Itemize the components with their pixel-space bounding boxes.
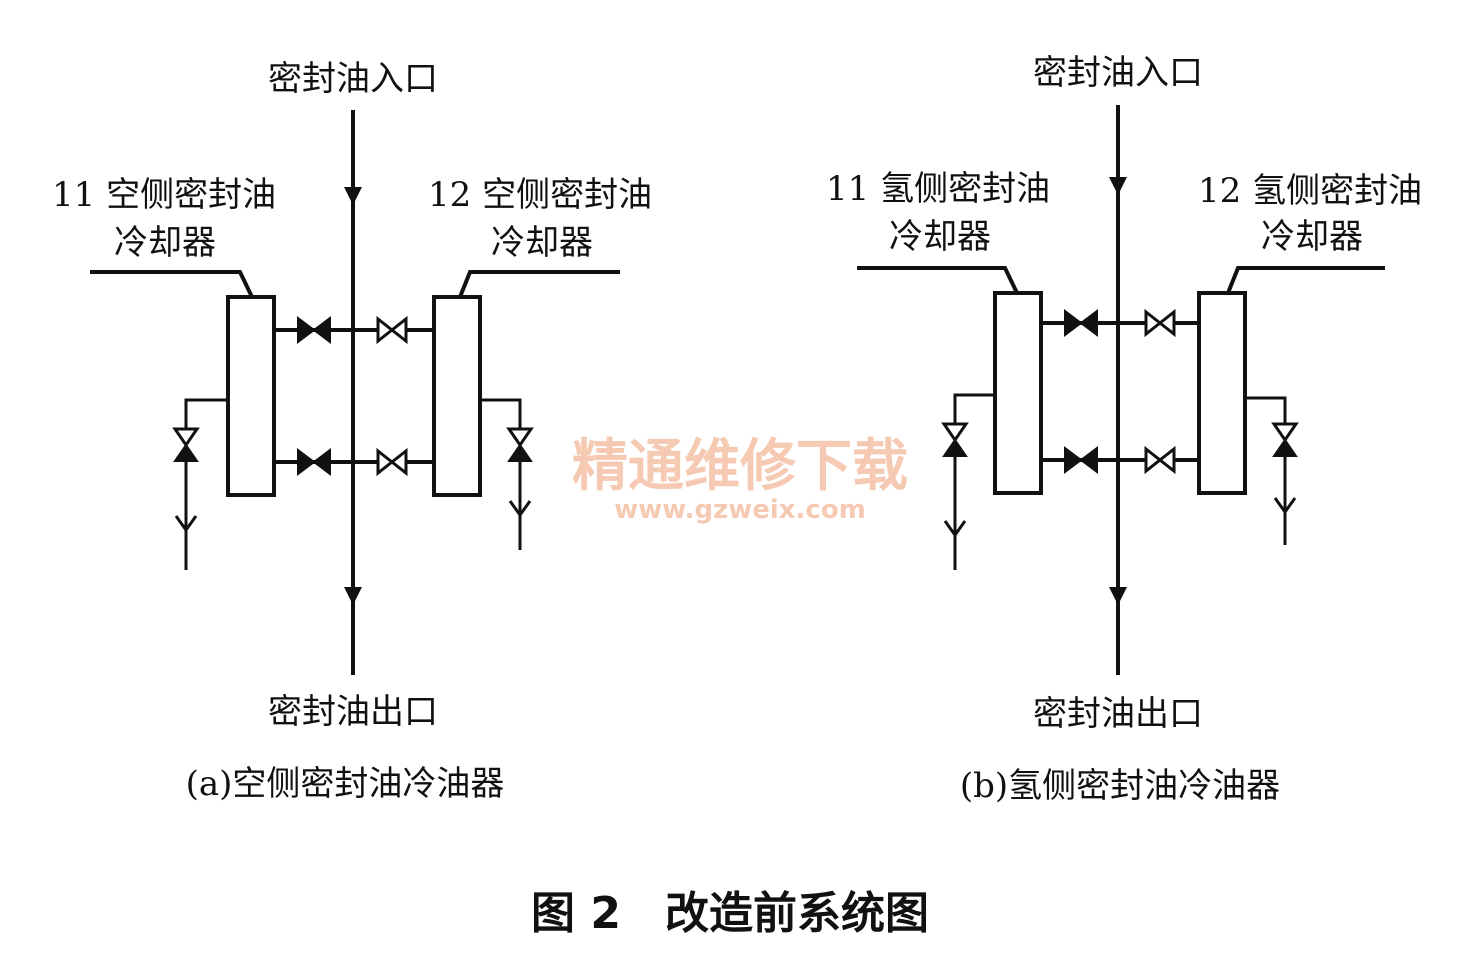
drain-valve-icon — [1272, 422, 1298, 458]
panel-a-caption: (a)空侧密封油冷油器 — [186, 764, 505, 804]
cooler-12-box — [1197, 291, 1247, 495]
watermark-url: www.gzweix.com — [614, 495, 866, 525]
inlet-label: 密封油入口 — [268, 59, 438, 99]
cooler-11-box — [226, 295, 276, 497]
cooler-12-label-line2: 冷却器 — [491, 223, 593, 263]
drain-valve-icon — [507, 427, 533, 463]
cooler-11-label: 11 空侧密封油 — [52, 175, 276, 215]
drain-valve-icon — [942, 422, 968, 458]
cooler-12-label: 12 氢侧密封油 — [1198, 171, 1422, 211]
watermark: 精通维修下载 www.gzweix.com — [572, 434, 908, 525]
valve-icon — [1064, 447, 1098, 473]
cooler-11-label-line2: 冷却器 — [889, 217, 991, 257]
cooler-11-box — [993, 291, 1043, 495]
leader-line-left — [90, 270, 254, 298]
panel-a: 密封油入口 密封油出口 11 空侧密封油 冷却器 12 空侧密封油 冷却器 (a… — [52, 59, 652, 804]
cooler-12-box — [432, 295, 482, 497]
cooler-12-label-line2: 冷却器 — [1261, 217, 1363, 257]
inlet-arrow-icon — [344, 187, 362, 205]
panel-b-caption: (b)氢侧密封油冷油器 — [960, 766, 1280, 806]
panel-b: 密封油入口 密封油出口 11 氢侧密封油 冷却器 12 氢侧密封油 冷却器 (b… — [826, 53, 1422, 806]
valve-icon — [1064, 310, 1098, 336]
watermark-title: 精通维修下载 — [572, 434, 908, 499]
valve-icon — [376, 449, 408, 475]
leader-line-right — [1226, 266, 1385, 294]
figure-title: 图 2 改造前系统图 — [531, 888, 929, 939]
outlet-arrow-icon — [1109, 587, 1127, 605]
cooler-11-label: 11 氢侧密封油 — [826, 169, 1050, 209]
leader-line-right — [458, 270, 620, 298]
outlet-arrow-icon — [344, 587, 362, 605]
drain-valve-icon — [173, 427, 199, 463]
cooler-12-label: 12 空侧密封油 — [428, 175, 652, 215]
valve-icon — [1144, 310, 1176, 336]
valve-icon — [297, 317, 331, 343]
inlet-arrow-icon — [1109, 177, 1127, 195]
valve-icon — [1144, 447, 1176, 473]
inlet-label: 密封油入口 — [1033, 53, 1203, 93]
valve-icon — [297, 449, 331, 475]
cooler-11-label-line2: 冷却器 — [114, 223, 216, 263]
valve-icon — [376, 317, 408, 343]
leader-line-left — [857, 266, 1019, 294]
outlet-label: 密封油出口 — [268, 692, 438, 732]
outlet-label: 密封油出口 — [1033, 694, 1203, 734]
